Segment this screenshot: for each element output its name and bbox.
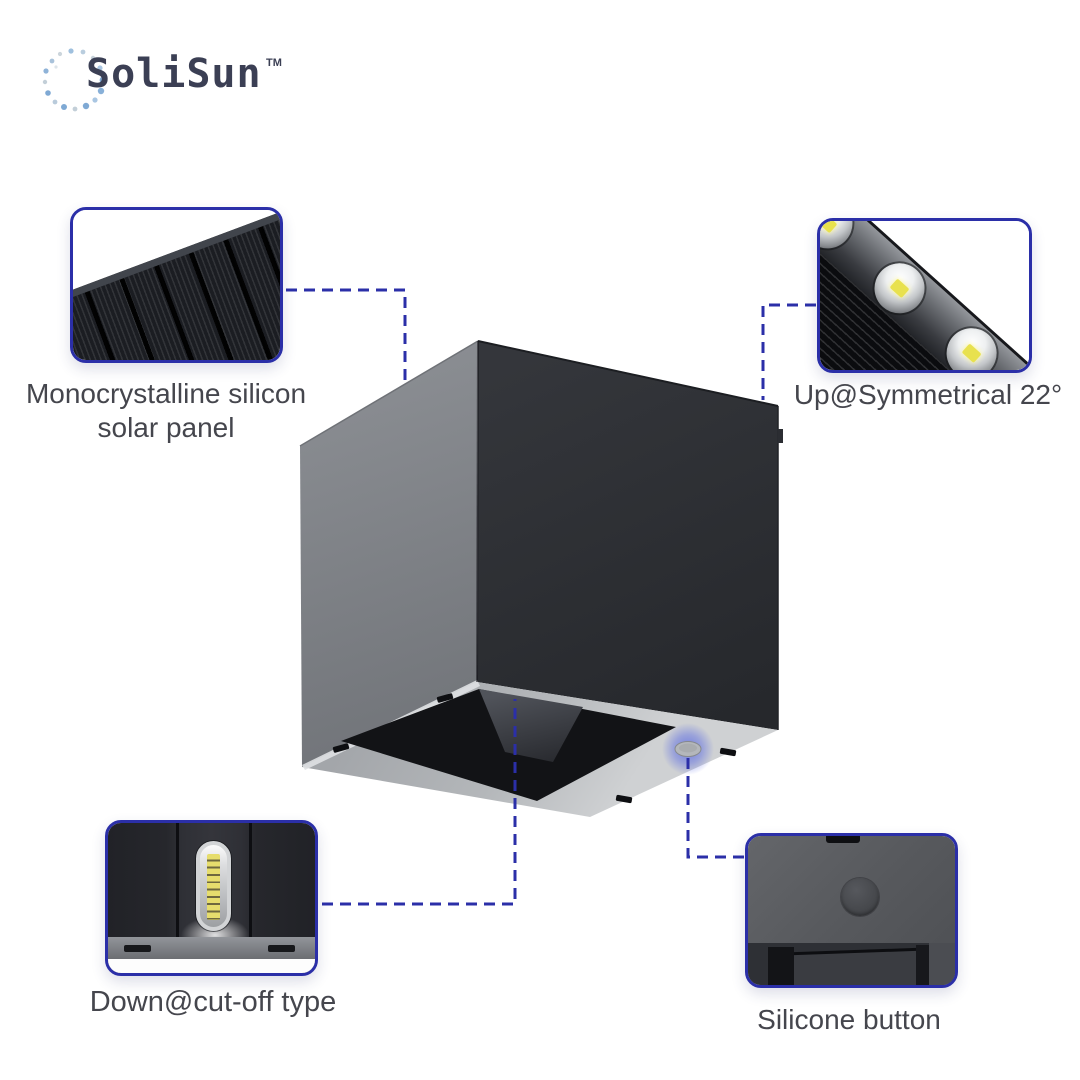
recess-shadow [768, 947, 794, 985]
down-light-callout [105, 820, 318, 976]
silicone-button-callout [745, 833, 958, 988]
down-light-image [108, 823, 315, 973]
solar-panel-label: Monocrystalline silicon solar panel [0, 377, 332, 445]
bezel-slot [124, 945, 151, 952]
led-chip [820, 221, 838, 234]
brand-name: SoliSun [86, 51, 262, 97]
silicone-button-label: Silicone button [757, 1004, 941, 1035]
led-chip [889, 278, 910, 299]
led-strip-group [820, 221, 1029, 370]
led-chip [961, 343, 982, 364]
solar-panel-label-line2: solar panel [97, 412, 235, 443]
up-light-callout [817, 218, 1032, 373]
solar-panel-surface [73, 210, 280, 360]
connector-solar-panel [286, 288, 407, 383]
solar-panel-label-line1: Monocrystalline silicon [25, 378, 307, 409]
cube-top-left-edge [299, 340, 479, 447]
cube-right-face [477, 341, 778, 730]
dotted-sun-ring-icon [42, 48, 107, 112]
connector-up-light [761, 303, 816, 400]
cube-left-face [300, 341, 478, 767]
mount-tab [777, 429, 783, 443]
vent-slot [826, 836, 860, 843]
up-light-label: Up@Symmetrical 22° [793, 379, 1063, 410]
bezel-slot [436, 693, 454, 703]
recess-panel [794, 947, 916, 985]
up-light-image [820, 221, 1029, 370]
silicone-button-image [748, 836, 955, 985]
cube-front-edge [476, 340, 479, 683]
bezel-slot [615, 794, 633, 804]
led-chip-column [207, 854, 220, 920]
bezel-slot [332, 743, 350, 753]
down-led-module [196, 841, 231, 931]
solar-panel-image [73, 210, 280, 360]
led-lens [820, 221, 863, 259]
base-bezel [108, 937, 315, 959]
cube-top-right-edge [477, 340, 779, 407]
solar-panel-callout [70, 207, 283, 363]
recess-shadow [916, 945, 929, 985]
recess-edge [929, 943, 955, 985]
bezel-slot [719, 747, 737, 757]
led-lens [936, 317, 1007, 370]
connector-silicone-button [686, 758, 744, 859]
connector-down-light [322, 699, 517, 906]
base-recess [748, 943, 955, 985]
trademark-symbol: TM [266, 57, 282, 69]
power-button-top [679, 743, 697, 753]
down-light-label: Down@cut-off type [89, 986, 337, 1018]
silicone-button-circle [841, 878, 879, 916]
bezel-slot [268, 945, 295, 952]
bezel-bottom-strip [108, 959, 315, 973]
recess-inner-wall [479, 689, 583, 762]
